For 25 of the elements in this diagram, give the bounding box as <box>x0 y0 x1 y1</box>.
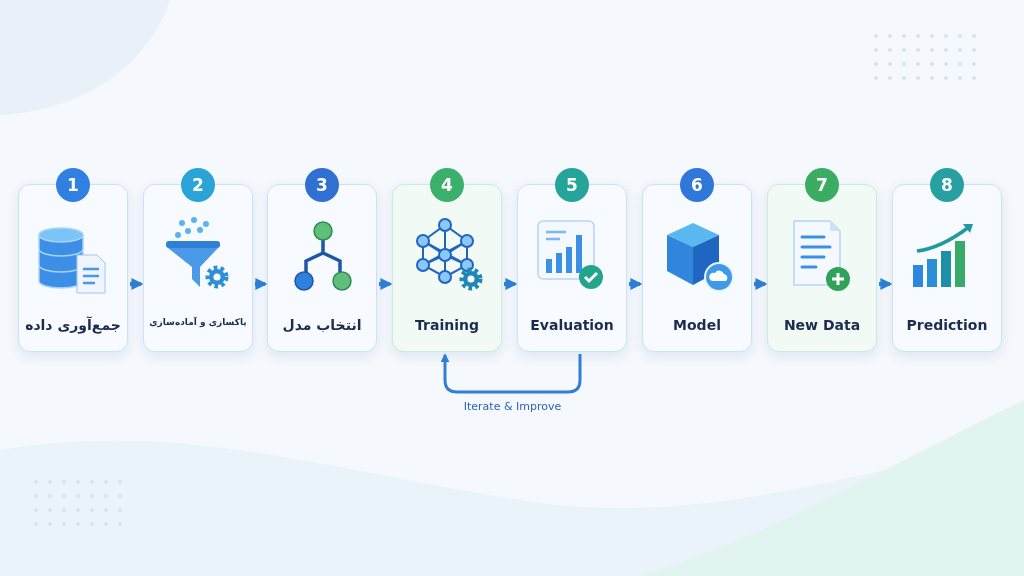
step-title: Evaluation <box>530 317 614 333</box>
edge-label: Iterate & Improve <box>463 400 562 413</box>
step-title: پاکسازی و آماده‌سازی <box>149 317 247 327</box>
arrow <box>504 278 518 290</box>
step-number: 6 <box>680 168 714 202</box>
step-title: Model <box>673 317 721 333</box>
step-number: 5 <box>555 168 589 202</box>
step-number: 2 <box>181 168 215 202</box>
step-number: 3 <box>305 168 339 202</box>
arrow <box>379 278 393 290</box>
arrow <box>440 353 582 394</box>
step-title: جمع‌آوری داده <box>25 317 121 333</box>
step-title: Training <box>415 317 479 333</box>
arrow <box>629 278 643 290</box>
step-number: 7 <box>805 168 839 202</box>
arrow <box>130 278 144 290</box>
step-title: انتخاب مدل <box>282 317 362 333</box>
arrow <box>879 278 893 290</box>
step-number: 8 <box>930 168 964 202</box>
step-number: 1 <box>56 168 90 202</box>
step-number: 4 <box>430 168 464 202</box>
arrow <box>754 278 768 290</box>
step-title: New Data <box>783 317 861 333</box>
step-title: Prediction <box>906 317 988 333</box>
arrow <box>255 278 268 290</box>
